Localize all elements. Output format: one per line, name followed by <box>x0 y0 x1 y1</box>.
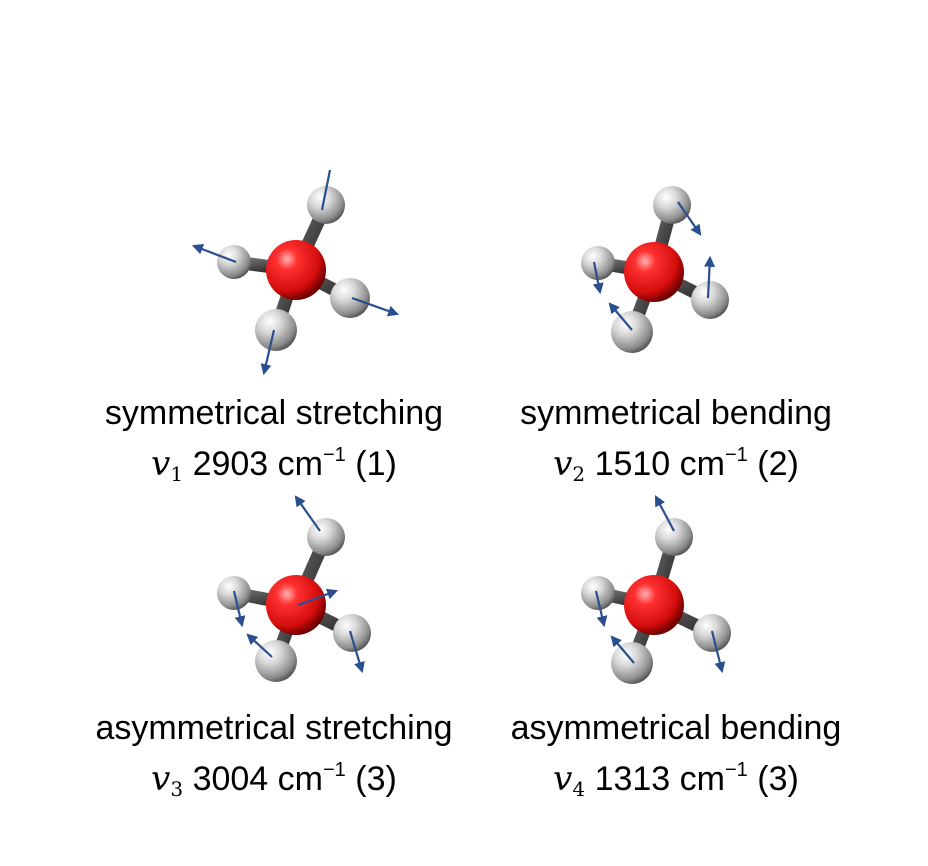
mode-panel-2: symmetrical bending v2 1510 cm−1 (2) <box>466 170 886 500</box>
mode-degeneracy: (1) <box>355 445 397 483</box>
mode-frequency-line: v3 3004 cm−1 (3) <box>64 751 484 808</box>
carbon-atom <box>624 575 684 635</box>
mode-index: 2 <box>572 462 586 486</box>
hydrogen-atom <box>307 518 345 556</box>
mode-wavenumber: 3004 cm <box>192 760 323 798</box>
hydrogen-atom <box>330 278 370 318</box>
displacement-arrows <box>232 495 365 674</box>
hydrogen-atom <box>691 281 729 319</box>
mode-frequency-line: v1 2903 cm−1 (1) <box>64 436 484 493</box>
displacement-arrows <box>592 201 716 331</box>
molecule-mode-3 <box>217 495 371 682</box>
mode-name: symmetrical bending <box>520 394 832 432</box>
mode-frequency-line: v2 1510 cm−1 (2) <box>466 436 886 493</box>
displacement-arrows <box>594 495 726 674</box>
carbon-atom <box>266 575 326 635</box>
hydrogen-atom <box>255 309 297 351</box>
mode-wavenumber: 2903 cm <box>192 445 323 483</box>
hydrogen-atom <box>655 518 693 556</box>
hydrogen-atom <box>581 246 615 280</box>
carbon-atom <box>266 240 326 300</box>
mode-degeneracy: (3) <box>757 760 799 798</box>
mode-exponent: −1 <box>322 759 346 781</box>
mode-name: asymmetrical bending <box>510 709 842 747</box>
mode-degeneracy: (2) <box>757 445 799 483</box>
mode-exponent: −1 <box>724 444 748 466</box>
mode-symbol: v <box>553 759 573 799</box>
molecule-mode-4 <box>581 495 731 684</box>
mode-frequency-line: v4 1313 cm−1 (3) <box>466 751 886 808</box>
mode-symbol: v <box>151 444 171 484</box>
mode-index: 4 <box>572 777 586 801</box>
mode-name: symmetrical stretching <box>104 394 444 432</box>
hydrogen-atom <box>333 614 371 652</box>
mode-wavenumber: 1313 cm <box>594 760 725 798</box>
molecule-mode-2 <box>581 186 729 353</box>
mode-degeneracy: (3) <box>355 760 397 798</box>
carbon-atom <box>624 242 684 302</box>
mode-panel-4: asymmetrical bending v4 1313 cm−1 (3) <box>466 485 886 815</box>
mode-index: 3 <box>170 777 184 801</box>
hydrogen-atom <box>581 576 615 610</box>
hydrogen-atom <box>611 311 653 353</box>
hydrogen-atom <box>611 642 653 684</box>
mode-index: 1 <box>170 462 184 486</box>
mode-wavenumber: 1510 cm <box>594 445 725 483</box>
mode-exponent: −1 <box>724 759 748 781</box>
mode-name: asymmetrical stretching <box>95 709 453 747</box>
mode-exponent: −1 <box>322 444 346 466</box>
displacement-arrows <box>191 170 400 376</box>
hydrogen-atom <box>307 186 345 224</box>
mode-panel-1: symmetrical stretching v1 2903 cm−1 (1) <box>64 170 484 500</box>
mode-symbol: v <box>553 444 573 484</box>
mode-panel-3: asymmetrical stretching v3 3004 cm−1 (3) <box>64 485 484 815</box>
mode-symbol: v <box>151 759 171 799</box>
hydrogen-atom <box>653 186 691 224</box>
molecule-mode-1 <box>191 170 400 376</box>
